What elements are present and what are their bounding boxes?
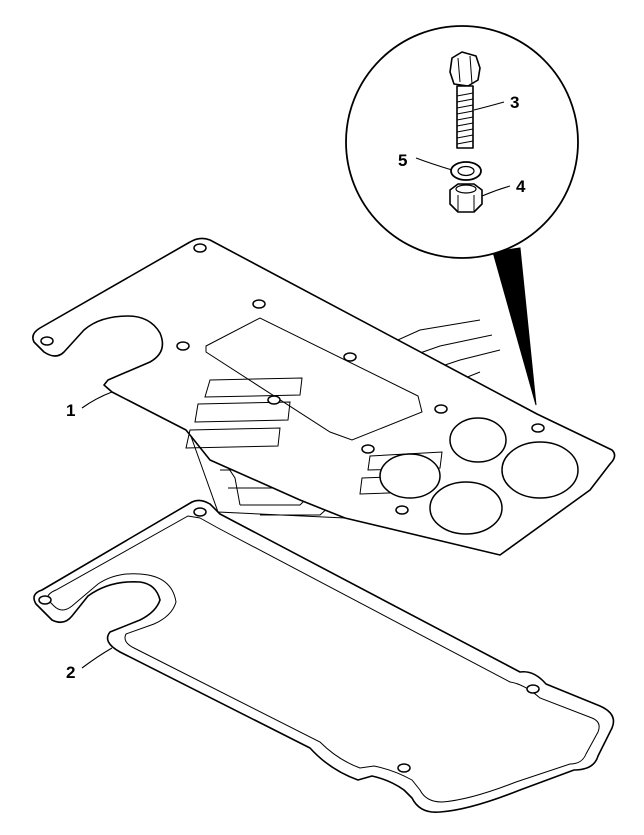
plate-window: [205, 317, 423, 441]
callout-5: 5: [398, 151, 407, 170]
washer-icon: [450, 161, 482, 181]
callout-1: 1: [66, 401, 75, 420]
plate-opening-1: [449, 417, 507, 463]
gasket: [33, 499, 615, 814]
detail-view: 3 5 4: [345, 25, 579, 406]
plate-slots: [185, 377, 443, 495]
gasket-outer: [33, 499, 615, 814]
plate-opening-2: [501, 441, 579, 499]
callout-3: 3: [510, 93, 519, 112]
plate-opening-4: [429, 481, 503, 535]
plate-outline: [32, 237, 616, 556]
callout-4: 4: [516, 177, 526, 196]
detail-pointer-wedge: [492, 247, 537, 406]
callout-2: 2: [66, 663, 75, 682]
plate-bolt-holes: [40, 243, 545, 515]
nut-icon: [449, 183, 483, 213]
bolt-icon: [449, 51, 481, 149]
gasket-inner: [47, 515, 600, 803]
mounting-plate: [32, 237, 616, 556]
plate-opening-3: [379, 453, 441, 499]
gasket-bolt-holes: [38, 507, 540, 773]
